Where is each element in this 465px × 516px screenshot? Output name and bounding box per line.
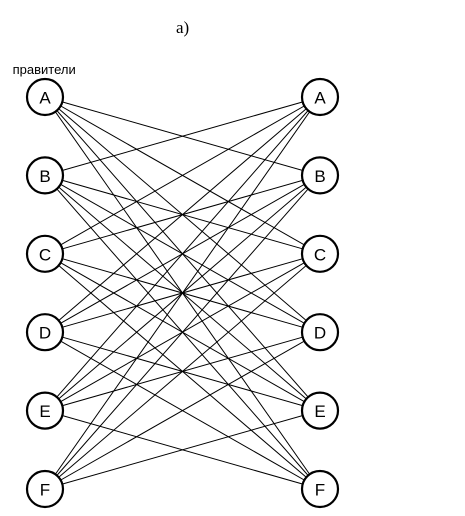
left-node-circle xyxy=(25,391,65,430)
left-node-f: F xyxy=(25,469,65,509)
right-node-label: D xyxy=(314,324,326,343)
right-node-circle xyxy=(300,156,340,195)
node-layer: A B C D E F A B C D E F xyxy=(25,77,340,509)
left-node-b: B xyxy=(25,156,65,195)
left-node-d: D xyxy=(25,313,65,352)
right-node-circle xyxy=(300,469,340,509)
edge-c-a xyxy=(44,96,321,255)
edge-f-b xyxy=(44,175,321,490)
right-node-e: E xyxy=(300,391,340,430)
right-node-label: F xyxy=(315,481,325,500)
left-node-label: C xyxy=(39,245,51,264)
right-node-label: C xyxy=(314,245,326,264)
figure-caption: a) xyxy=(176,18,190,37)
edge-f-c xyxy=(44,253,321,490)
left-node-a: A xyxy=(25,77,65,117)
right-node-circle xyxy=(300,234,340,273)
left-node-c: C xyxy=(25,234,65,273)
edge-f-d xyxy=(44,331,321,490)
left-node-label: F xyxy=(40,481,50,500)
left-node-circle xyxy=(25,469,65,509)
edge-b-a xyxy=(44,96,321,176)
edge-d-a xyxy=(44,96,321,333)
left-node-circle xyxy=(25,234,65,273)
left-node-circle xyxy=(25,77,65,117)
edge-f-e xyxy=(44,410,321,490)
left-node-label: D xyxy=(39,324,51,343)
left-node-circle xyxy=(25,156,65,195)
left-column-label: правители xyxy=(10,62,76,77)
left-node-label: A xyxy=(39,89,51,108)
right-node-b: B xyxy=(300,156,340,195)
edge-layer xyxy=(44,96,321,490)
right-node-label: E xyxy=(314,402,325,421)
left-node-label: B xyxy=(39,167,50,186)
left-node-e: E xyxy=(25,391,65,430)
right-node-c: C xyxy=(300,234,340,273)
edge-f-a xyxy=(44,96,321,490)
right-node-circle xyxy=(300,77,340,117)
right-node-circle xyxy=(300,391,340,430)
right-node-circle xyxy=(300,313,340,352)
right-node-label: A xyxy=(314,89,326,108)
right-node-d: D xyxy=(300,313,340,352)
right-node-f: F xyxy=(300,469,340,509)
left-node-circle xyxy=(25,313,65,352)
edge-e-a xyxy=(44,96,321,411)
right-node-label: B xyxy=(314,167,325,186)
right-node-a: A xyxy=(300,77,340,117)
left-node-label: E xyxy=(39,402,50,421)
